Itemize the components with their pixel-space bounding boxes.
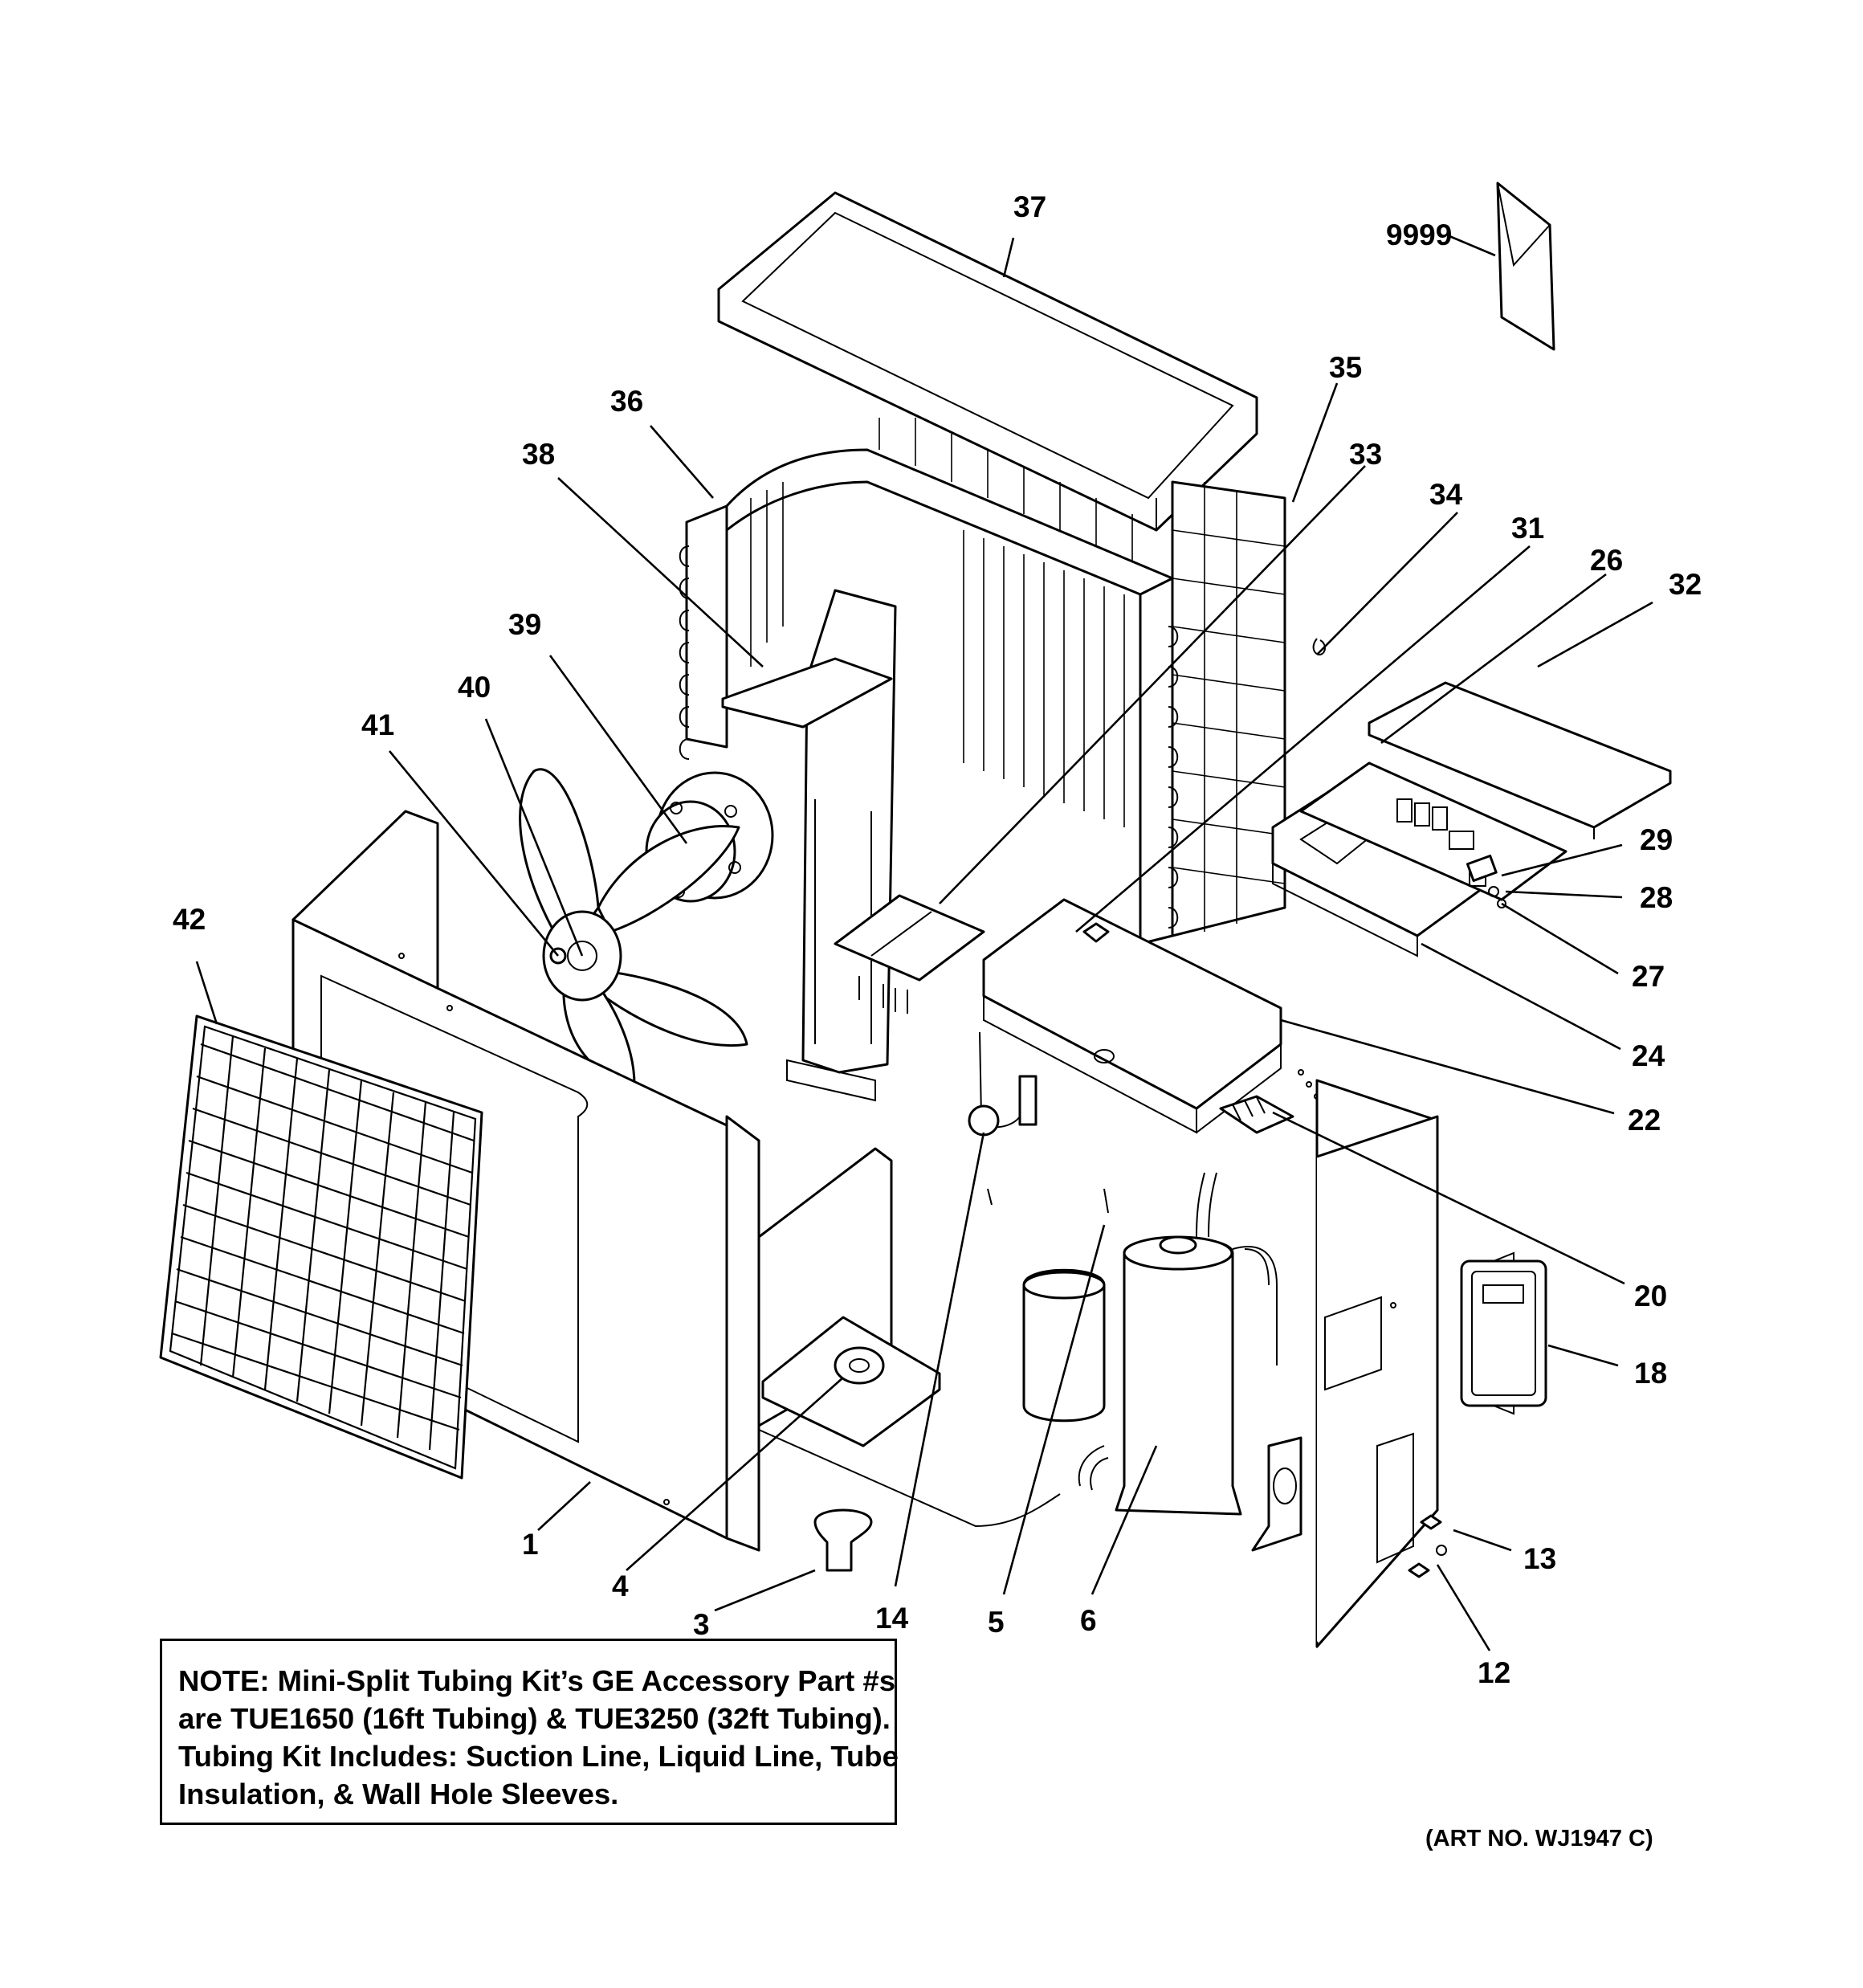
callout-28: 28 [1640,881,1673,914]
art-number: (ART NO. WJ1947 C) [1425,1826,1653,1851]
capacitor-bracket-part [761,1316,941,1447]
callout-32: 32 [1669,568,1702,601]
callout-22: 22 [1628,1104,1661,1137]
note-line-4: Insulation, & Wall Hole Sleeves. [178,1778,619,1810]
callout-24: 24 [1632,1039,1665,1072]
callout-35: 35 [1329,351,1362,384]
callout-labels: 37 9999 35 36 38 33 34 31 26 32 39 40 41… [173,190,1702,1689]
coil-fins [750,418,1286,932]
grille-part [159,1014,483,1480]
control-box-part [834,894,1282,1134]
note-line-3: Tubing Kit Includes: Suction Line, Liqui… [178,1740,899,1773]
callout-40: 40 [458,671,491,704]
callout-36: 36 [610,385,643,418]
tubing-kit-note: NOTE: Mini-Split Tubing Kit’s GE Accesso… [160,1639,899,1825]
callout-41: 41 [361,708,394,741]
callout-3: 3 [693,1608,710,1641]
refrigerant-tubing [1078,1172,1278,1491]
callout-4: 4 [612,1570,629,1602]
callout-33: 33 [1349,438,1382,471]
accumulator-part [1022,1268,1106,1423]
side-panel-part [1251,1079,1447,1648]
board-cover-part [1368,681,1672,839]
callout-26: 26 [1590,544,1623,577]
callout-9999: 9999 [1386,218,1452,251]
small-components [1082,638,1506,943]
callout-31: 31 [1511,512,1544,545]
callout-37: 37 [1013,190,1046,223]
callout-38: 38 [522,438,555,471]
callout-6: 6 [1080,1604,1097,1637]
control-board-part [1299,761,1567,901]
coil-return-bends [679,545,1179,929]
leader-lines [195,235,1653,1651]
callout-27: 27 [1632,960,1665,993]
compressor-part [1115,1235,1242,1516]
callout-34: 34 [1429,478,1463,511]
sensor-part [968,1031,1109,1214]
callout-14: 14 [875,1602,909,1635]
front-panel-part [291,810,760,1552]
callout-39: 39 [508,608,541,641]
display-label-part [1460,1251,1547,1415]
rubber-foot-part [813,1508,873,1572]
base-pan-part [757,1147,1061,1528]
grille-wires [171,1035,475,1451]
callout-5: 5 [988,1606,1005,1639]
callout-13: 13 [1523,1542,1556,1575]
callout-12: 12 [1478,1656,1510,1689]
callout-1: 1 [522,1528,539,1561]
callout-18: 18 [1634,1357,1667,1390]
condenser-coil-part [679,418,1286,945]
note-line-2: are TUE1650 (16ft Tubing) & TUE3250 (32f… [178,1702,891,1735]
callout-42: 42 [173,903,206,936]
callout-29: 29 [1640,823,1673,856]
manual-part [1496,182,1555,351]
top-cover-part [717,191,1258,532]
terminal-block-part [1219,1069,1320,1134]
callout-20: 20 [1634,1280,1667,1312]
note-line-1: NOTE: Mini-Split Tubing Kit’s GE Accesso… [178,1664,896,1697]
